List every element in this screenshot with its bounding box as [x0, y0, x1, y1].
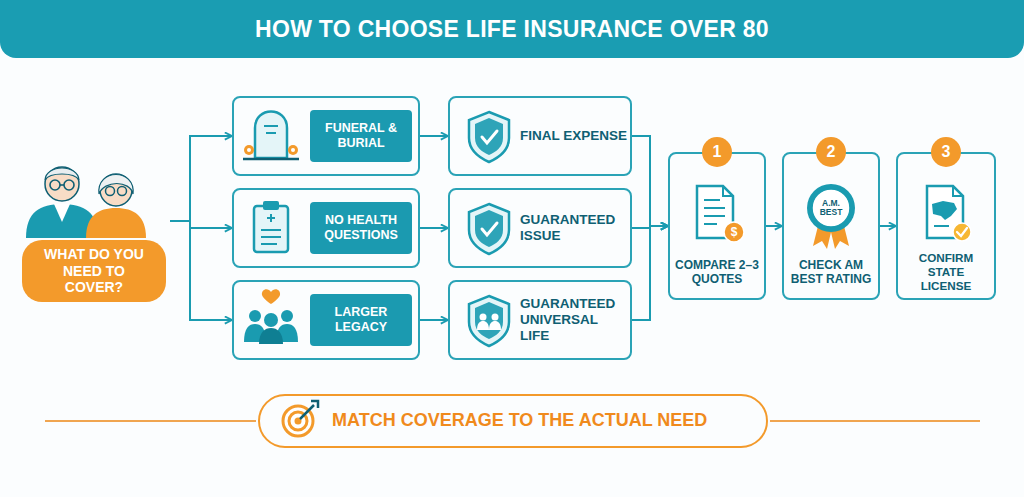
flow-arrow [170, 221, 232, 320]
step-box: 1COMPARE 2–3 QUOTES [668, 152, 766, 300]
flow-arrow [170, 221, 232, 228]
flow-arrow [420, 319, 448, 321]
family-icon [244, 289, 298, 344]
policy-label: GUARANTEED UNIVERSAL LIFE [520, 290, 628, 350]
step-label: COMPARE 2–3 QUOTES [674, 252, 760, 292]
policy-box: FINAL EXPENSE [448, 96, 632, 176]
step-box: 2CHECK AM BEST RATING [782, 152, 880, 300]
rating-badge-text: A.M. BEST [813, 196, 849, 220]
flow-arrow [632, 226, 668, 320]
flow-arrow [632, 136, 668, 226]
couple-illustration [26, 167, 146, 238]
flow-arrow [420, 135, 448, 137]
policy-label: GUARANTEED ISSUE [520, 198, 628, 258]
step-box: 3CONFIRM STATE LICENSE [896, 152, 996, 300]
summary-pill: MATCH COVERAGE TO THE ACTUAL NEED [258, 394, 768, 448]
shield-check-icon [469, 204, 509, 254]
shield-check-icon [469, 112, 509, 162]
need-label: LARGER LEGACY [310, 294, 412, 346]
step-label: CHECK AM BEST RATING [788, 252, 874, 292]
flow-arrow [880, 225, 896, 227]
rating-ribbon-icon [807, 184, 855, 249]
question-pill: WHAT DO YOU NEED TO COVER? [18, 140, 170, 302]
policy-box: GUARANTEED UNIVERSAL LIFE [448, 280, 632, 360]
flow-arrow [170, 136, 232, 221]
shield-family-icon [469, 296, 509, 346]
divider-line [770, 420, 980, 422]
summary-label: MATCH COVERAGE TO THE ACTUAL NEED [332, 396, 752, 446]
divider-line [45, 420, 256, 422]
license-document-icon [927, 186, 971, 241]
flow-arrow [420, 227, 448, 229]
need-box: NO HEALTH QUESTIONS [232, 188, 420, 268]
quote-document-icon [697, 186, 744, 242]
policy-box: GUARANTEED ISSUE [448, 188, 632, 268]
target-icon [283, 401, 318, 436]
question-label: WHAT DO YOU NEED TO COVER? [22, 240, 166, 302]
step-label: CONFIRM STATE LICENSE [902, 252, 990, 292]
need-label: NO HEALTH QUESTIONS [310, 202, 412, 254]
step-number: 2 [816, 137, 846, 167]
currency-symbol: $ [724, 222, 744, 242]
flow-arrow [766, 225, 782, 227]
tombstone-icon [243, 112, 299, 160]
clipboard-icon [254, 201, 288, 252]
need-box: LARGER LEGACY [232, 280, 420, 360]
title-banner: HOW TO CHOOSE LIFE INSURANCE OVER 80 [0, 0, 1024, 58]
step-number: 3 [931, 137, 961, 167]
need-box: FUNERAL & BURIAL [232, 96, 420, 176]
step-number: 1 [702, 137, 732, 167]
need-label: FUNERAL & BURIAL [310, 110, 412, 162]
policy-label: FINAL EXPENSE [520, 106, 628, 166]
